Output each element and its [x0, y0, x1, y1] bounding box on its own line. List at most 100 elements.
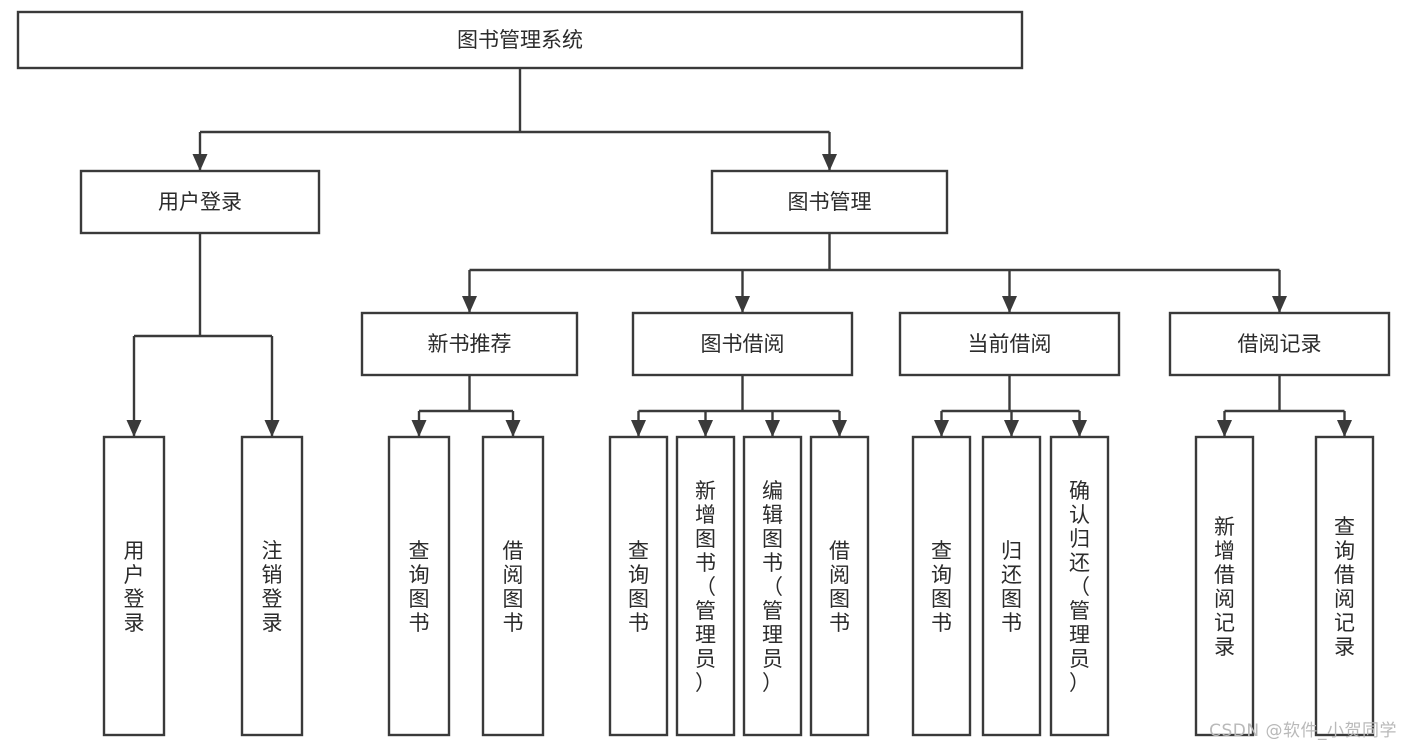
arrowhead-icon	[192, 154, 208, 171]
node-label-char: 询	[931, 563, 952, 587]
node-label-char: 图	[409, 587, 430, 611]
node-label-char: 归	[1001, 539, 1022, 563]
node-root[interactable]: 图书管理系统	[16, 10, 1024, 70]
arrowhead-icon	[411, 420, 427, 437]
node-book-borrow[interactable]: 图书借阅	[631, 311, 854, 377]
node-label-char: ）	[762, 671, 783, 695]
node-label-char: 还	[1001, 563, 1022, 587]
node-label-char: 图	[503, 587, 524, 611]
node-label-char: 图	[695, 527, 716, 551]
node-label-char: 询	[1334, 539, 1355, 563]
node-label-char: 新	[1214, 515, 1235, 539]
node-label-char: 图	[762, 527, 783, 551]
node-label-char: 书	[762, 551, 783, 575]
node-label-char: ）	[695, 671, 716, 695]
node-label-char: 注	[262, 539, 283, 563]
node-borrow-record[interactable]: 借阅记录	[1168, 311, 1391, 377]
node-label-char: 归	[1069, 527, 1090, 551]
node-label: 图书借阅	[701, 332, 785, 356]
node-box	[481, 435, 545, 737]
node-label-char: 借	[1214, 563, 1235, 587]
node-label-char: 书	[503, 611, 524, 635]
node-label-char: 阅	[1214, 587, 1235, 611]
arrowhead-icon	[1337, 420, 1352, 437]
node-box	[1314, 435, 1375, 737]
node-label-char: 图	[1001, 587, 1022, 611]
node-label-char: 询	[409, 563, 430, 587]
node-label-char: 记	[1214, 611, 1235, 635]
node-label-char: 户	[124, 563, 145, 587]
arrowhead-icon	[264, 420, 280, 437]
node-label: 图书管理系统	[457, 28, 583, 52]
node-label-char: 图	[829, 587, 850, 611]
node-label-char: 辑	[762, 503, 783, 527]
node-box	[102, 435, 166, 737]
node-box	[675, 435, 736, 737]
arrowhead-icon	[735, 296, 750, 313]
node-label-char: 录	[124, 611, 145, 635]
node-user-login[interactable]: 用户登录	[79, 169, 321, 235]
node-box	[809, 435, 870, 737]
node-label-char: 询	[628, 563, 649, 587]
node-label: 图书管理	[788, 190, 872, 214]
node-label-char: 理	[1069, 623, 1090, 647]
node-label-char: 录	[1334, 635, 1355, 659]
node-label-char: 登	[124, 587, 145, 611]
node-label-char: 还	[1069, 551, 1090, 575]
node-label-char: 登	[262, 587, 283, 611]
node-label-char: 书	[628, 611, 649, 635]
node-new-book-rec[interactable]: 新书推荐	[360, 311, 579, 377]
node-current-borrow[interactable]: 当前借阅	[898, 311, 1121, 377]
node-leaf-user-login[interactable]: 用户登录	[102, 435, 166, 737]
node-label-char: 管	[695, 599, 716, 623]
arrowhead-icon	[698, 420, 713, 437]
node-label-char: 员	[762, 647, 783, 671]
node-box	[1168, 311, 1391, 377]
node-label-char: 管	[762, 599, 783, 623]
node-label: 新书推荐	[428, 332, 512, 356]
arrowhead-icon	[765, 420, 780, 437]
node-label-char: 阅	[829, 563, 850, 587]
node-label-char: 图	[931, 587, 952, 611]
arrowhead-icon	[462, 296, 477, 313]
node-label: 用户登录	[158, 190, 242, 214]
node-box	[240, 435, 304, 737]
node-box	[710, 169, 949, 235]
node-label-char: 书	[1001, 611, 1022, 635]
node-label: 当前借阅	[968, 332, 1052, 356]
node-label-char: （	[695, 575, 716, 599]
node-label-char: 用	[124, 539, 145, 563]
node-book-mgmt[interactable]: 图书管理	[710, 169, 949, 235]
node-label: 借阅记录	[1238, 332, 1322, 356]
node-label-char: （	[1069, 575, 1090, 599]
node-box	[608, 435, 669, 737]
node-label-char: 理	[695, 623, 716, 647]
arrowhead-icon	[1217, 420, 1232, 437]
node-label-char: 书	[931, 611, 952, 635]
node-label-char: 借	[829, 539, 850, 563]
node-label-char: ）	[1069, 671, 1090, 695]
node-box	[16, 10, 1024, 70]
node-box	[742, 435, 803, 737]
node-label-char: 销	[262, 563, 283, 587]
node-label-char: 查	[1334, 515, 1355, 539]
node-label-char: 书	[409, 611, 430, 635]
node-box	[981, 435, 1042, 737]
node-label-char: 编	[762, 479, 783, 503]
arrowhead-icon	[631, 420, 646, 437]
node-box	[911, 435, 972, 737]
